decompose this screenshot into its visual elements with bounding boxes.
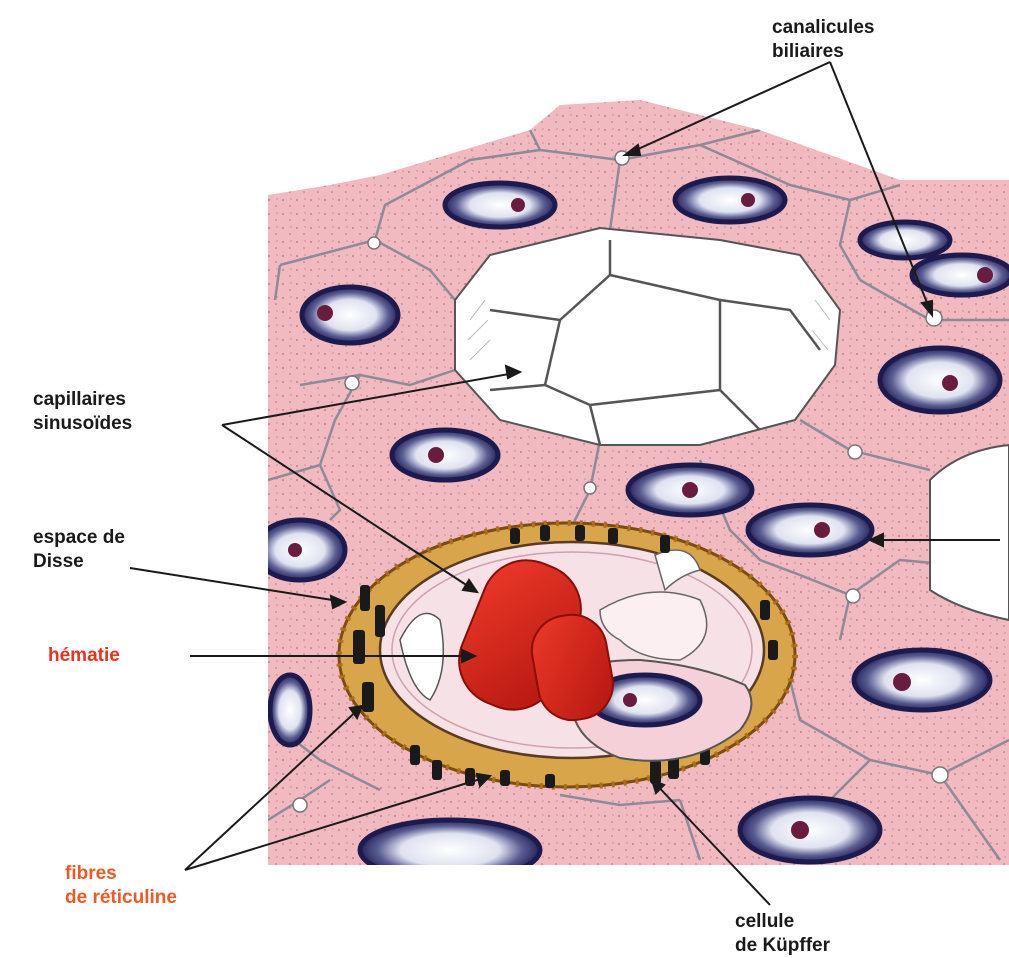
label-canalicules-line2: biliaires	[772, 40, 874, 64]
label-disse-line1: espace de	[33, 526, 125, 550]
label-cellule-de-kupffer: cellule de Küpffer	[735, 910, 830, 958]
label-espace-de-disse: espace de Disse	[33, 526, 125, 574]
label-capillaires-line1: capillaires	[33, 388, 132, 412]
label-fibres-line1: fibres	[65, 862, 177, 886]
label-canalicules-biliaires: canalicules biliaires	[772, 16, 874, 64]
label-fibres-line2: de réticuline	[65, 886, 177, 910]
label-hematie: hématie	[48, 644, 120, 668]
label-disse-line2: Disse	[33, 550, 125, 574]
hepatocyte-plate	[255, 95, 1009, 880]
label-fibres-de-reticuline: fibres de réticuline	[65, 862, 177, 910]
label-capillaires-line2: sinusoïdes	[33, 412, 132, 436]
label-canalicules-line1: canalicules	[772, 16, 874, 40]
label-hematie-line1: hématie	[48, 644, 120, 668]
sinusoid-cavity-right	[930, 445, 1009, 620]
label-capillaires-sinusoides: capillaires sinusoïdes	[33, 388, 132, 436]
label-kupffer-line2: de Küpffer	[735, 934, 830, 958]
sinusoid-cavity-upper	[455, 228, 840, 445]
label-kupffer-line1: cellule	[735, 910, 830, 934]
